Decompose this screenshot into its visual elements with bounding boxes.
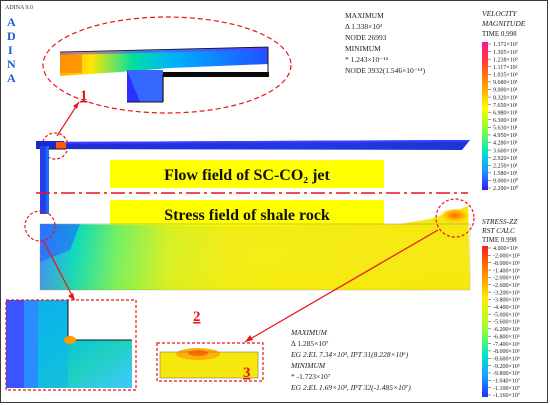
zoom-circle-tip <box>435 198 475 238</box>
stress-info: MAXIMUM Δ 1.285×10⁷ EG 2.EL 7.34×10², IP… <box>290 328 411 392</box>
svg-text:I: I <box>8 43 13 57</box>
marker-3: 3 <box>243 365 251 381</box>
jet-domain <box>36 140 470 214</box>
velocity-legend-tick-label: 2.200×10⁰ <box>493 185 519 192</box>
velocity-legend-tick-label: 1.305×10² <box>493 50 518 56</box>
velocity-legend-tick-label: 9.000×10¹ <box>493 88 518 94</box>
flow-banner-label: Flow field of SC-CO₂ jet <box>164 167 330 184</box>
velocity-legend-title-1: VELOCITY <box>482 9 517 18</box>
velocity-legend-tick-label: 6.980×10¹ <box>493 110 518 116</box>
marker-2: 2 <box>193 309 201 325</box>
stress-max-detail: EG 2.EL 7.34×10², IPT 31(8.228×10⁶) <box>290 350 409 359</box>
velocity-legend-tick-label: 3.600×10¹ <box>493 148 518 154</box>
stress-legend-tick-label: -1.100×10⁷ <box>493 386 520 392</box>
svg-text:D: D <box>7 29 16 43</box>
stress-legend-tick-label: -9.200×10⁶ <box>493 364 520 370</box>
stress-legend-time: TIME 0.998 <box>482 236 517 244</box>
velocity-legend-time: TIME 0.998 <box>482 30 517 38</box>
stress-legend-tick-label: -8.600×10⁶ <box>493 356 520 362</box>
stress-legend-tick-label: -1.160×10⁷ <box>493 393 520 399</box>
stress-legend-ticks: 4.000×10⁶ -2.000×10⁵-8.000×10⁵-1.400×10⁶ -… <box>488 246 520 399</box>
flow-banner <box>110 160 384 188</box>
stress-legend-tick-label: -2.000×10⁶ <box>493 276 520 282</box>
velocity-legend-tick-label: 2.920×10¹ <box>493 156 518 162</box>
stress-min-label: MINIMUM <box>290 361 326 370</box>
velocity-legend-tick-label: 2.250×10¹ <box>493 163 518 169</box>
stress-banner-label: Stress field of shale rock <box>164 207 330 224</box>
velocity-max-label: MAXIMUM <box>345 11 384 20</box>
stress-min-detail: EG 2.EL 1.69×10², IPT 32(-1.485×10⁷) <box>290 383 411 392</box>
rock-domain <box>39 206 471 291</box>
stress-legend-tick-label: -3.800×10⁶ <box>493 298 520 304</box>
stress-legend-title-2: RST CALC <box>481 226 516 235</box>
velocity-legend-tick-label: 7.650×10¹ <box>493 103 518 109</box>
stress-max-label: MAXIMUM <box>290 328 328 337</box>
stress-legend-tick-label: -4.400×10⁶ <box>493 305 520 311</box>
svg-text:N: N <box>7 57 16 71</box>
stress-legend: STRESS-ZZ RST CALC TIME 0.998 4.000×10⁶ -… <box>481 217 520 399</box>
marker-1: 1 <box>80 88 88 104</box>
velocity-min-label: MINIMUM <box>345 44 381 53</box>
svg-text:A: A <box>7 15 16 29</box>
stress-legend-tick-label: -2.000×10⁵ <box>493 254 520 260</box>
stress-legend-tick-label: -5.000×10⁶ <box>493 312 520 318</box>
zoom-detail-tip <box>156 342 264 382</box>
stress-legend-tick-label: 4.000×10⁶ <box>493 246 518 252</box>
velocity-max-value: Δ 1.338×10² <box>345 22 383 31</box>
callout-arrow-3 <box>244 229 439 343</box>
velocity-legend-tick-label: 6.300×10¹ <box>493 118 518 124</box>
stress-legend-tick-label: -7.400×10⁶ <box>493 342 520 348</box>
velocity-legend-tick-label: 1.117×10² <box>493 65 518 71</box>
velocity-legend-tick-label: 1.035×10² <box>493 73 518 79</box>
velocity-legend: VELOCITY MAGNITUDE TIME 0.998 1.372×10²1… <box>481 9 526 192</box>
velocity-min-node: NODE 3932(1.546×10⁻¹⁴) <box>345 66 426 75</box>
velocity-info: MAXIMUM Δ 1.338×10² NODE 26993 MINIMUM *… <box>345 11 426 75</box>
velocity-legend-tick-label: 4.280×10¹ <box>493 141 518 147</box>
stress-legend-tick-label: -8.000×10⁶ <box>493 349 520 355</box>
stress-min-value: * -1.723×10⁷ <box>291 372 331 381</box>
stress-legend-tick-label: -2.600×10⁶ <box>493 283 520 289</box>
velocity-legend-tick-label: 8.320×10¹ <box>493 95 518 101</box>
velocity-legend-title-2: MAGNITUDE <box>481 19 526 28</box>
stress-legend-title-1: STRESS-ZZ <box>482 217 518 226</box>
velocity-legend-tick-label: 4.950×10¹ <box>493 133 518 139</box>
stress-max-value: Δ 1.285×10⁷ <box>291 339 329 348</box>
stress-legend-tick-label: -5.600×10⁶ <box>493 320 520 326</box>
velocity-legend-tick-label: 9.680×10¹ <box>493 80 518 86</box>
velocity-legend-tick-label: 1.238×10² <box>493 57 518 63</box>
zoom-circle-wellbore <box>24 210 56 242</box>
stress-colorbar <box>482 246 488 397</box>
stress-legend-tick-label: -3.200×10⁶ <box>493 290 520 296</box>
velocity-max-node: NODE 26993 <box>345 33 387 42</box>
stress-legend-tick-label: -1.040×10⁷ <box>493 379 520 385</box>
zoom-detail-wellbore <box>5 299 137 391</box>
stress-legend-tick-label: -6.200×10⁶ <box>493 327 520 333</box>
callout-arrow-2 <box>42 239 76 302</box>
stress-legend-tick-label: -9.800×10⁶ <box>493 371 520 377</box>
velocity-min-value: * 1.243×10⁻¹⁴ <box>345 55 388 64</box>
velocity-legend-tick-label: 9.000×10⁰ <box>493 178 519 185</box>
velocity-colorbar <box>482 42 488 190</box>
stress-legend-tick-label: -8.000×10⁵ <box>493 261 520 267</box>
stress-banner <box>110 200 384 228</box>
velocity-legend-tick-label: 1.580×10¹ <box>493 171 518 177</box>
zoom-detail-flow <box>42 16 292 114</box>
velocity-legend-tick-label: 5.630×10¹ <box>493 126 518 132</box>
svg-text:A: A <box>7 71 16 85</box>
stress-legend-tick-label: -6.800×10⁶ <box>493 334 520 340</box>
velocity-legend-tick-label: 1.372×10² <box>493 42 518 48</box>
adina-logo: A D I N A <box>7 15 16 85</box>
stress-legend-tick-label: -1.400×10⁶ <box>493 268 520 274</box>
version-label: ADINA 9.0 <box>5 5 33 11</box>
